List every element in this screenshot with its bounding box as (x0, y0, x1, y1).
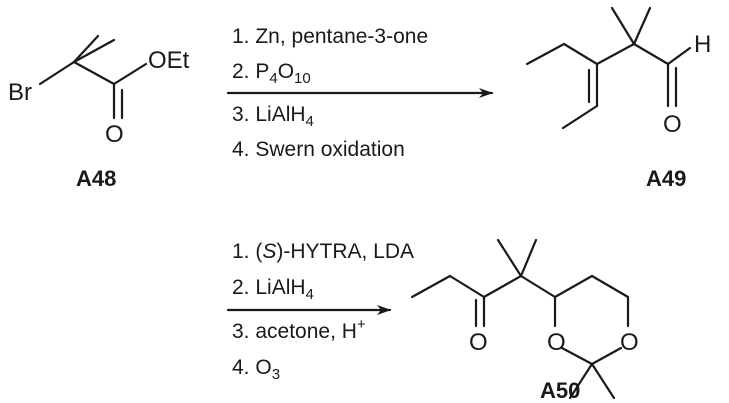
step1-condition-4: 4. Swern oxidation (232, 138, 405, 161)
bond (568, 362, 594, 400)
bond (632, 6, 652, 46)
bond (561, 104, 599, 130)
bond (519, 274, 557, 299)
step1-condition-3: 3. LiAlH4 (232, 103, 314, 130)
step2-condition-2: 2. LiAlH4 (232, 276, 314, 303)
bond (590, 362, 616, 400)
a50-ketone-o-atom: O (469, 329, 488, 356)
a49-o-atom: O (663, 111, 682, 138)
bond (595, 42, 636, 66)
a48-o-atom: O (105, 121, 124, 148)
bond (448, 274, 486, 299)
bond (525, 42, 566, 66)
bond (519, 238, 538, 278)
a50-ring-o2-atom: O (620, 329, 639, 356)
bond (72, 34, 100, 64)
bond (72, 60, 116, 86)
compound-a48: Br OEt O A48 (8, 34, 190, 191)
bond (38, 60, 76, 86)
compound-a49: H O A49 (525, 6, 711, 191)
bond (553, 274, 594, 299)
bond (590, 346, 623, 366)
bond (610, 6, 636, 46)
bond (112, 62, 148, 86)
bond (496, 238, 523, 278)
step2-condition-4: 4. O3 (232, 356, 280, 383)
step2-condition-1: 1. (S)-HYTRA, LDA (232, 240, 414, 263)
bond (482, 274, 523, 299)
step1-condition-1: 1. Zn, pentane-3-one (232, 25, 428, 48)
a50-label: A50 (540, 378, 580, 403)
bond (666, 46, 692, 66)
compound-a50: O O O A50 (410, 238, 639, 403)
step2-condition-3: 3. acetone, H+ (232, 316, 366, 343)
bond (410, 274, 452, 299)
bond (72, 38, 116, 64)
a48-oet-atom: OEt (148, 47, 190, 74)
a48-br-atom: Br (8, 79, 32, 106)
a50-ring-o1-atom: O (547, 329, 566, 356)
step1-condition-2: 2. P4O10 (232, 60, 311, 87)
a49-h-atom: H (694, 31, 711, 58)
bond (632, 42, 670, 66)
step1: 1. Zn, pentane-3-one 2. P4O10 3. LiAlH4 … (226, 25, 494, 161)
a49-label: A49 (646, 166, 686, 191)
bond (560, 346, 594, 366)
step2: 1. (S)-HYTRA, LDA 2. LiAlH4 3. acetone, … (226, 240, 414, 383)
bond (562, 42, 599, 66)
bond (590, 274, 630, 299)
a48-label: A48 (76, 166, 116, 191)
